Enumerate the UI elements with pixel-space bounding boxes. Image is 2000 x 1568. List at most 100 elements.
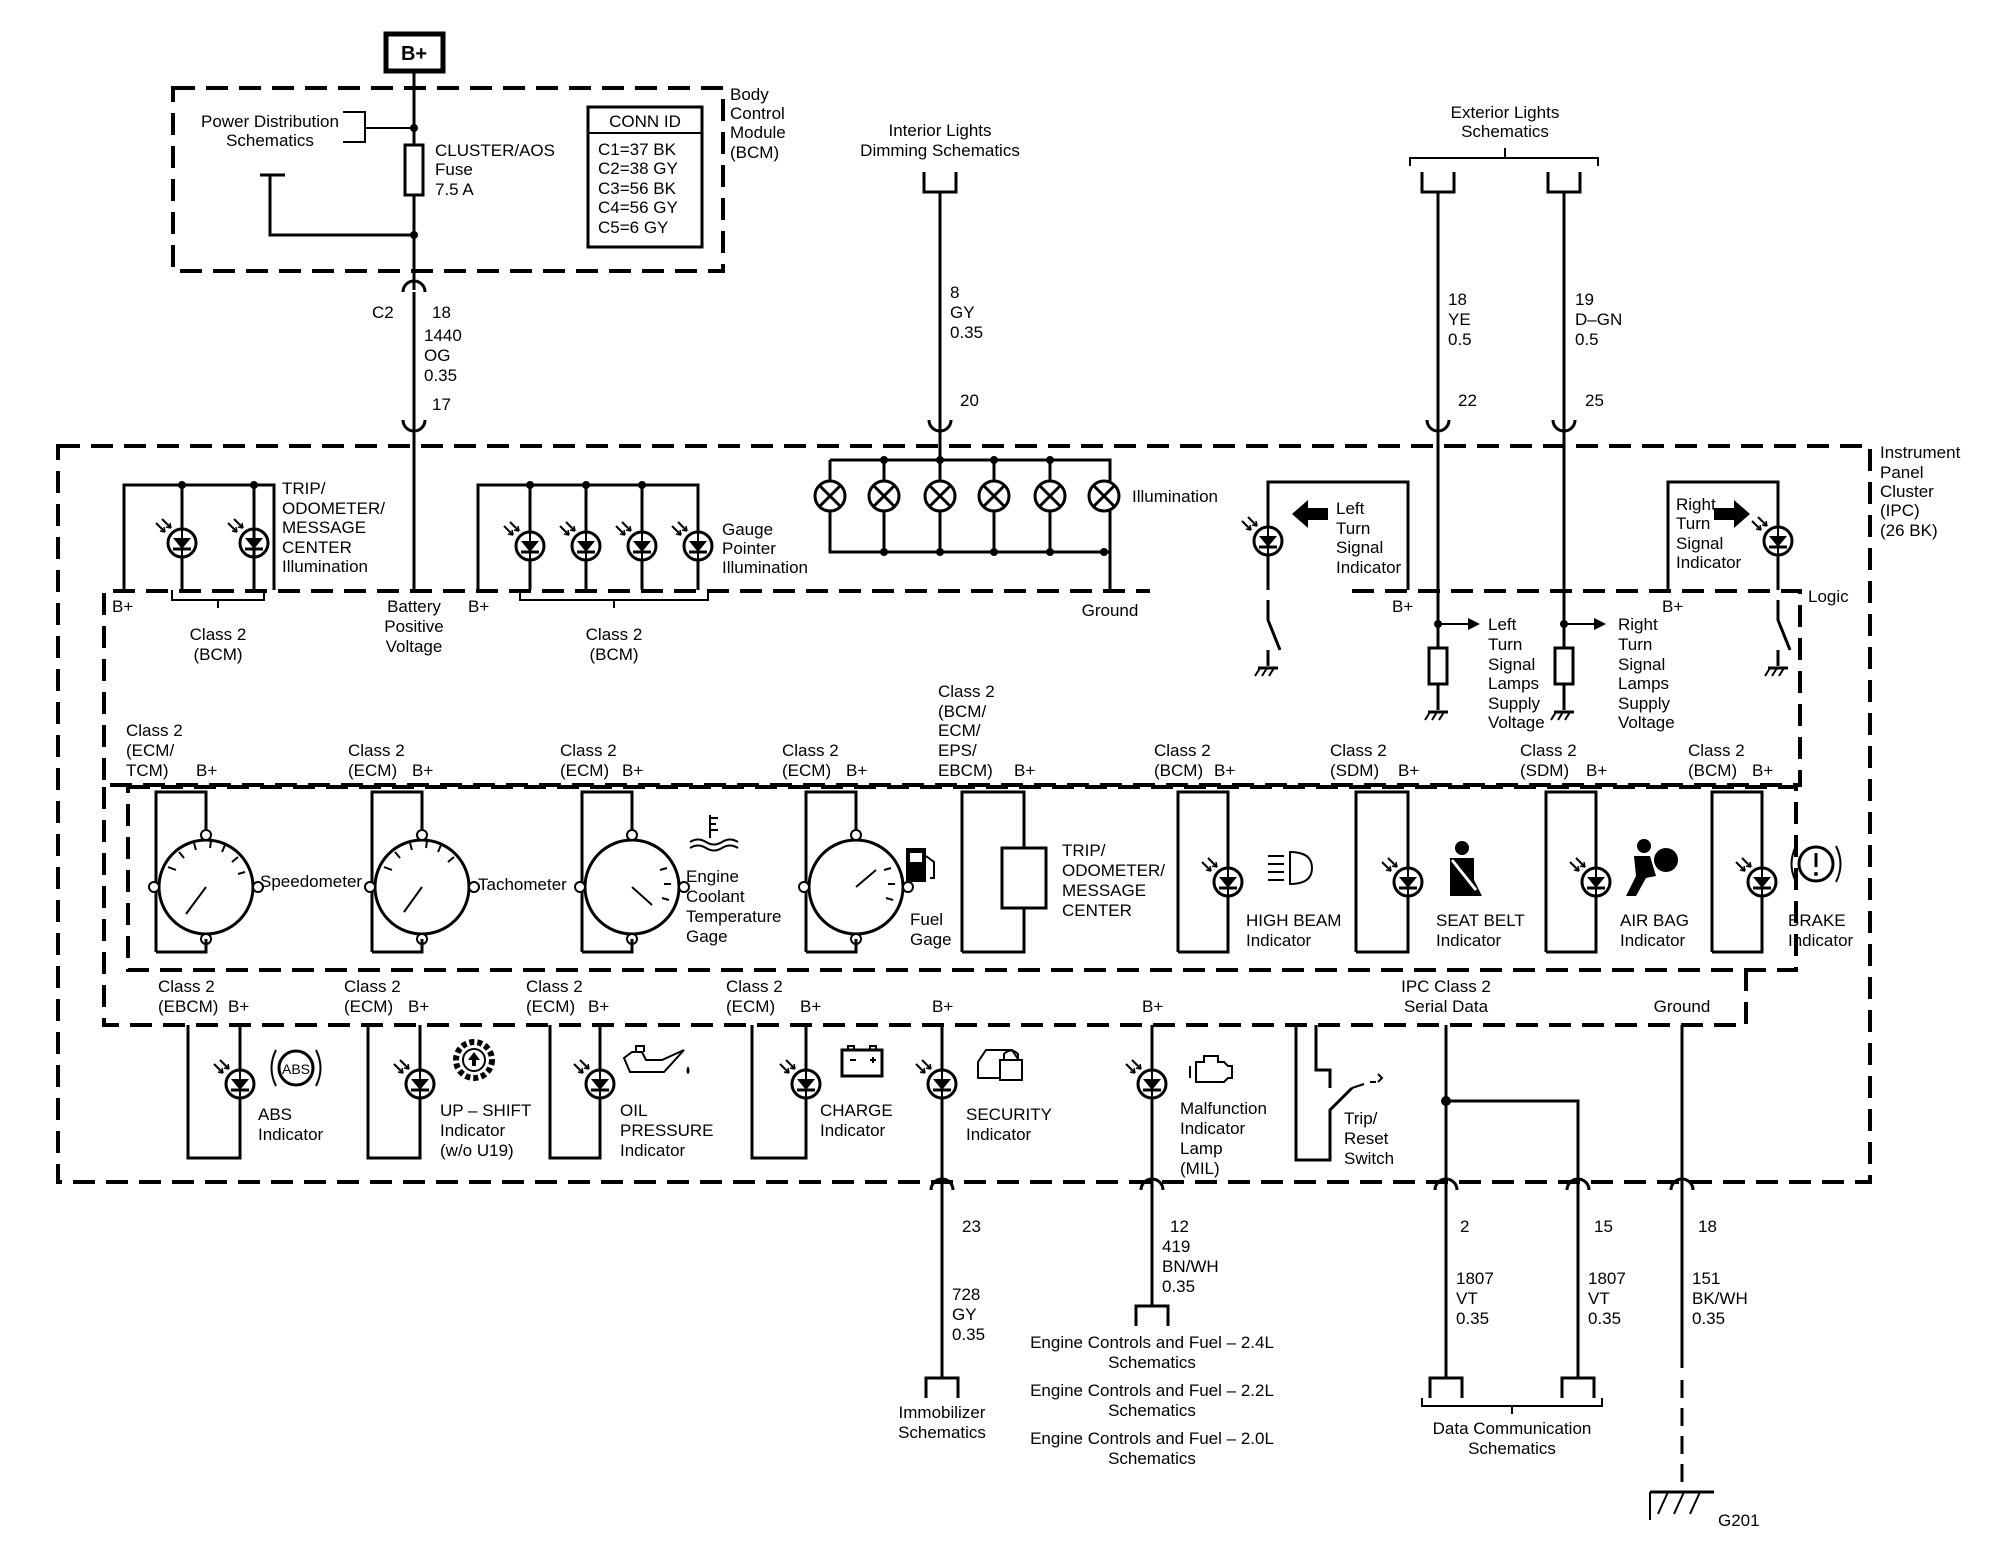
batt-l2: Positive [384, 617, 444, 636]
data2-circuit: 1807 [1588, 1269, 1626, 1288]
bplus-label: B+ [1214, 761, 1235, 780]
up-n1: UP – SHIFT [440, 1101, 531, 1120]
trip-n2: ODOMETER/ [1062, 861, 1165, 880]
air-bag-indicator: Class 2 (SDM) B+ AIR BAG Indicator [1520, 741, 1689, 954]
gnd-pin: 18 [1698, 1217, 1717, 1236]
ab-src: (SDM) [1520, 761, 1569, 780]
seat-belt-icon [1450, 841, 1482, 896]
bplus-label: B+ [1398, 761, 1419, 780]
fuse-rating: 7.5 A [435, 180, 474, 199]
bcm-l4: (BCM) [730, 143, 779, 162]
hb-class2: Class 2 [1154, 741, 1211, 760]
charge-indicator: Class 2 (ECM) B+ CHARGE Indicator [726, 977, 893, 1160]
up-src: (ECM) [344, 997, 393, 1016]
data2-color: VT [1588, 1289, 1610, 1308]
bplus-label: B+ [1014, 761, 1035, 780]
bplus-source-box [383, 31, 446, 74]
dimming-wire-pin: 8 [950, 283, 959, 302]
trip-s3: EPS/ [938, 741, 977, 760]
br-src: (BCM) [1688, 761, 1737, 780]
serial-data-l2: Serial Data [1404, 997, 1489, 1016]
trip-illum-l2: ODOMETER/ [282, 499, 385, 518]
ipc-boundary [56, 444, 1872, 1184]
seat-belt-indicator: Class 2 (SDM) B+ SEAT BELT Indicator [1330, 741, 1525, 954]
mil-n1: Malfunction [1180, 1099, 1267, 1118]
hb-n1: HIGH BEAM [1246, 911, 1341, 930]
bplus-source-label: B+ [401, 43, 427, 65]
lt-ind-l2: Turn [1336, 519, 1370, 538]
check-engine-icon [1189, 1055, 1233, 1083]
eng-t3: Engine Controls and Fuel – 2.2L [1030, 1381, 1274, 1400]
abs-class2: Class 2 [158, 977, 215, 996]
imm-color: GY [952, 1305, 977, 1324]
mil-n4: (MIL) [1180, 1159, 1220, 1178]
ch-n2: Indicator [820, 1121, 886, 1140]
mil-indicator: B+ Malfunction Indicator Lamp (MIL) [1124, 997, 1267, 1190]
conn-id-row: C5=6 GY [598, 218, 668, 237]
c2-connector: C2 [372, 303, 394, 322]
battery-icon [840, 1045, 884, 1078]
tachometer: Class 2 (ECM) B+ Tachometer [348, 741, 567, 954]
rt-ind-l2: Turn [1676, 514, 1710, 533]
br-n2: Indicator [1788, 931, 1854, 950]
conn-id-row: C4=56 GY [598, 198, 678, 217]
bplus-label: B+ [622, 761, 643, 780]
lt-wire-gauge: 0.5 [1448, 330, 1472, 349]
fuse-name: CLUSTER/AOS [435, 141, 555, 160]
sb-n2: Indicator [1436, 931, 1502, 950]
lt-wire-color: YE [1448, 310, 1471, 329]
coolant-n1: Engine [686, 867, 739, 886]
bplus-label: B+ [932, 997, 953, 1016]
hb-src: (BCM) [1154, 761, 1203, 780]
trip-n3: MESSAGE [1062, 881, 1146, 900]
bplus-label: B+ [1752, 761, 1773, 780]
bplus-label: B+ [1392, 597, 1413, 616]
up-n2: Indicator [440, 1121, 506, 1140]
oil-pressure-indicator: Class 2 (ECM) B+ OIL PRESSURE Indicator [526, 977, 714, 1160]
ch-class2: Class 2 [726, 977, 783, 996]
coolant-n2: Coolant [686, 887, 745, 906]
security-car-lock-icon [977, 1049, 1023, 1081]
trip-n4: CENTER [1062, 901, 1132, 920]
imm-circuit: 728 [952, 1285, 980, 1304]
oil-n2: PRESSURE [620, 1121, 714, 1140]
illumination-lamps [813, 460, 1121, 552]
imm-t1: Immobilizer [899, 1403, 986, 1422]
ipc-l3: Cluster [1880, 482, 1934, 501]
ltl-l2: Turn [1488, 635, 1522, 654]
trip-illum-l1: TRIP/ [282, 479, 326, 498]
speedometer: Class 2 (ECM/ TCM) B+ Speedometer [126, 721, 362, 954]
imm-gauge: 0.35 [952, 1325, 985, 1344]
conn-id-table: CONN ID C1=37 BK C2=38 GY C3=56 BK C4=56… [586, 105, 704, 249]
sec-n2: Indicator [966, 1125, 1032, 1144]
fuel-n1: Fuel [910, 910, 943, 929]
cluster-aos-fuse [403, 143, 425, 197]
trip-illum-l5: Illumination [282, 557, 368, 576]
rtl-l2: Turn [1618, 635, 1652, 654]
brake-indicator: Class 2 (BCM) B+ BRAKE Indicator [1688, 741, 1854, 954]
high-beam-indicator: Class 2 (BCM) B+ HIGH BEAM Indicator [1154, 741, 1341, 954]
trip-s1: (BCM/ [938, 702, 986, 721]
rt-wire-ipc-pin: 25 [1585, 391, 1604, 410]
ipc-l4: (IPC) [1880, 501, 1920, 520]
bplus-label: B+ [846, 761, 867, 780]
fuel-gage: Class 2 (ECM) B+ Fuel Gage [782, 741, 952, 954]
data2-pin: 15 [1594, 1217, 1613, 1236]
bplus-label: B+ [412, 761, 433, 780]
eng-t5: Engine Controls and Fuel – 2.0L [1030, 1429, 1274, 1448]
ext-title1: Exterior Lights [1451, 103, 1560, 122]
lt-wire-pin: 18 [1448, 290, 1467, 309]
oil-src: (ECM) [526, 997, 575, 1016]
ab-n1: AIR BAG [1620, 911, 1689, 930]
ab-n2: Indicator [1620, 931, 1686, 950]
oil-can-icon [622, 1045, 690, 1074]
class2-label: Class 2 [190, 625, 247, 644]
eng-color: BN/WH [1162, 1257, 1219, 1276]
trip-sw-n1: Trip/ [1344, 1109, 1378, 1128]
gear-shift-icon [453, 1039, 495, 1081]
abs-indicator: Class 2 (EBCM) B+ ABS ABS Indicator [158, 977, 324, 1160]
trip-n1: TRIP/ [1062, 841, 1106, 860]
ltl-l1: Left [1488, 615, 1517, 634]
logic-label: Logic [1808, 587, 1849, 606]
fuel-n2: Gage [910, 930, 952, 949]
